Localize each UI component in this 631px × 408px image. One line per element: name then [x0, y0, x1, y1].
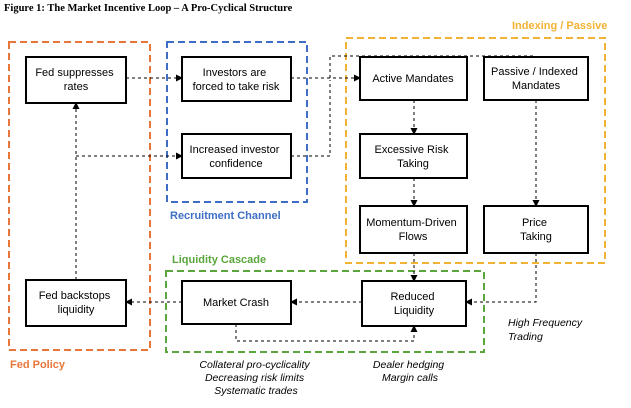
excessive-risk-box — [359, 133, 468, 179]
reduced-liquidity-box — [361, 280, 467, 327]
dealer-note: Dealer hedging Margin calls — [373, 359, 447, 384]
investors-forced-box — [181, 56, 292, 102]
edge-price-to-reduced — [465, 253, 537, 306]
figure-title: Figure 1: The Market Incentive Loop – A … — [4, 3, 293, 14]
indexing-label: Indexing / Passive — [512, 20, 607, 32]
passive-mandates-box — [483, 56, 589, 101]
fed-policy-label: Fed Policy — [10, 359, 66, 371]
hft-note: High Frequency Trading — [508, 317, 585, 343]
fed-backstops-text: Fed backstops liquidity — [39, 290, 114, 316]
excessive-risk-text: Excessive Risk Taking — [374, 144, 451, 170]
increased-confidence-box — [181, 133, 292, 179]
fed-suppresses-box — [25, 56, 127, 104]
liquidity-label: Liquidity Cascade — [172, 254, 266, 266]
price-taking-box — [483, 205, 589, 254]
recruitment-group — [166, 41, 308, 203]
investors-forced-text: Investors are forced to take risk — [193, 67, 280, 93]
price-taking-text: Price Taking — [520, 217, 552, 243]
market-crash-text: Market Crash — [203, 297, 269, 309]
liquidity-group — [165, 270, 485, 353]
edge-crash-loop — [235, 324, 418, 342]
edge-confidence-to-trunk — [291, 80, 331, 157]
active-mandates-text: Active Mandates — [372, 73, 454, 85]
momentum-flows-text: Momentum-Driven Flows — [366, 217, 460, 243]
passive-mandates-text: Passive / Indexed Mandates — [491, 66, 581, 92]
market-crash-box — [181, 280, 292, 325]
recruitment-label: Recruitment Channel — [170, 210, 281, 222]
collateral-note: Collateral pro-cyclicality Decreasing ri… — [199, 359, 312, 397]
active-mandates-box — [359, 56, 468, 101]
fed-policy-group — [8, 41, 151, 351]
momentum-flows-box — [359, 205, 468, 254]
fed-backstops-box — [25, 279, 127, 327]
fed-suppresses-text: Fed suppresses rates — [35, 67, 116, 93]
reduced-liquidity-text: Reduced Liquidity — [390, 291, 437, 317]
increased-confidence-text: Increased investor confidence — [190, 144, 283, 170]
